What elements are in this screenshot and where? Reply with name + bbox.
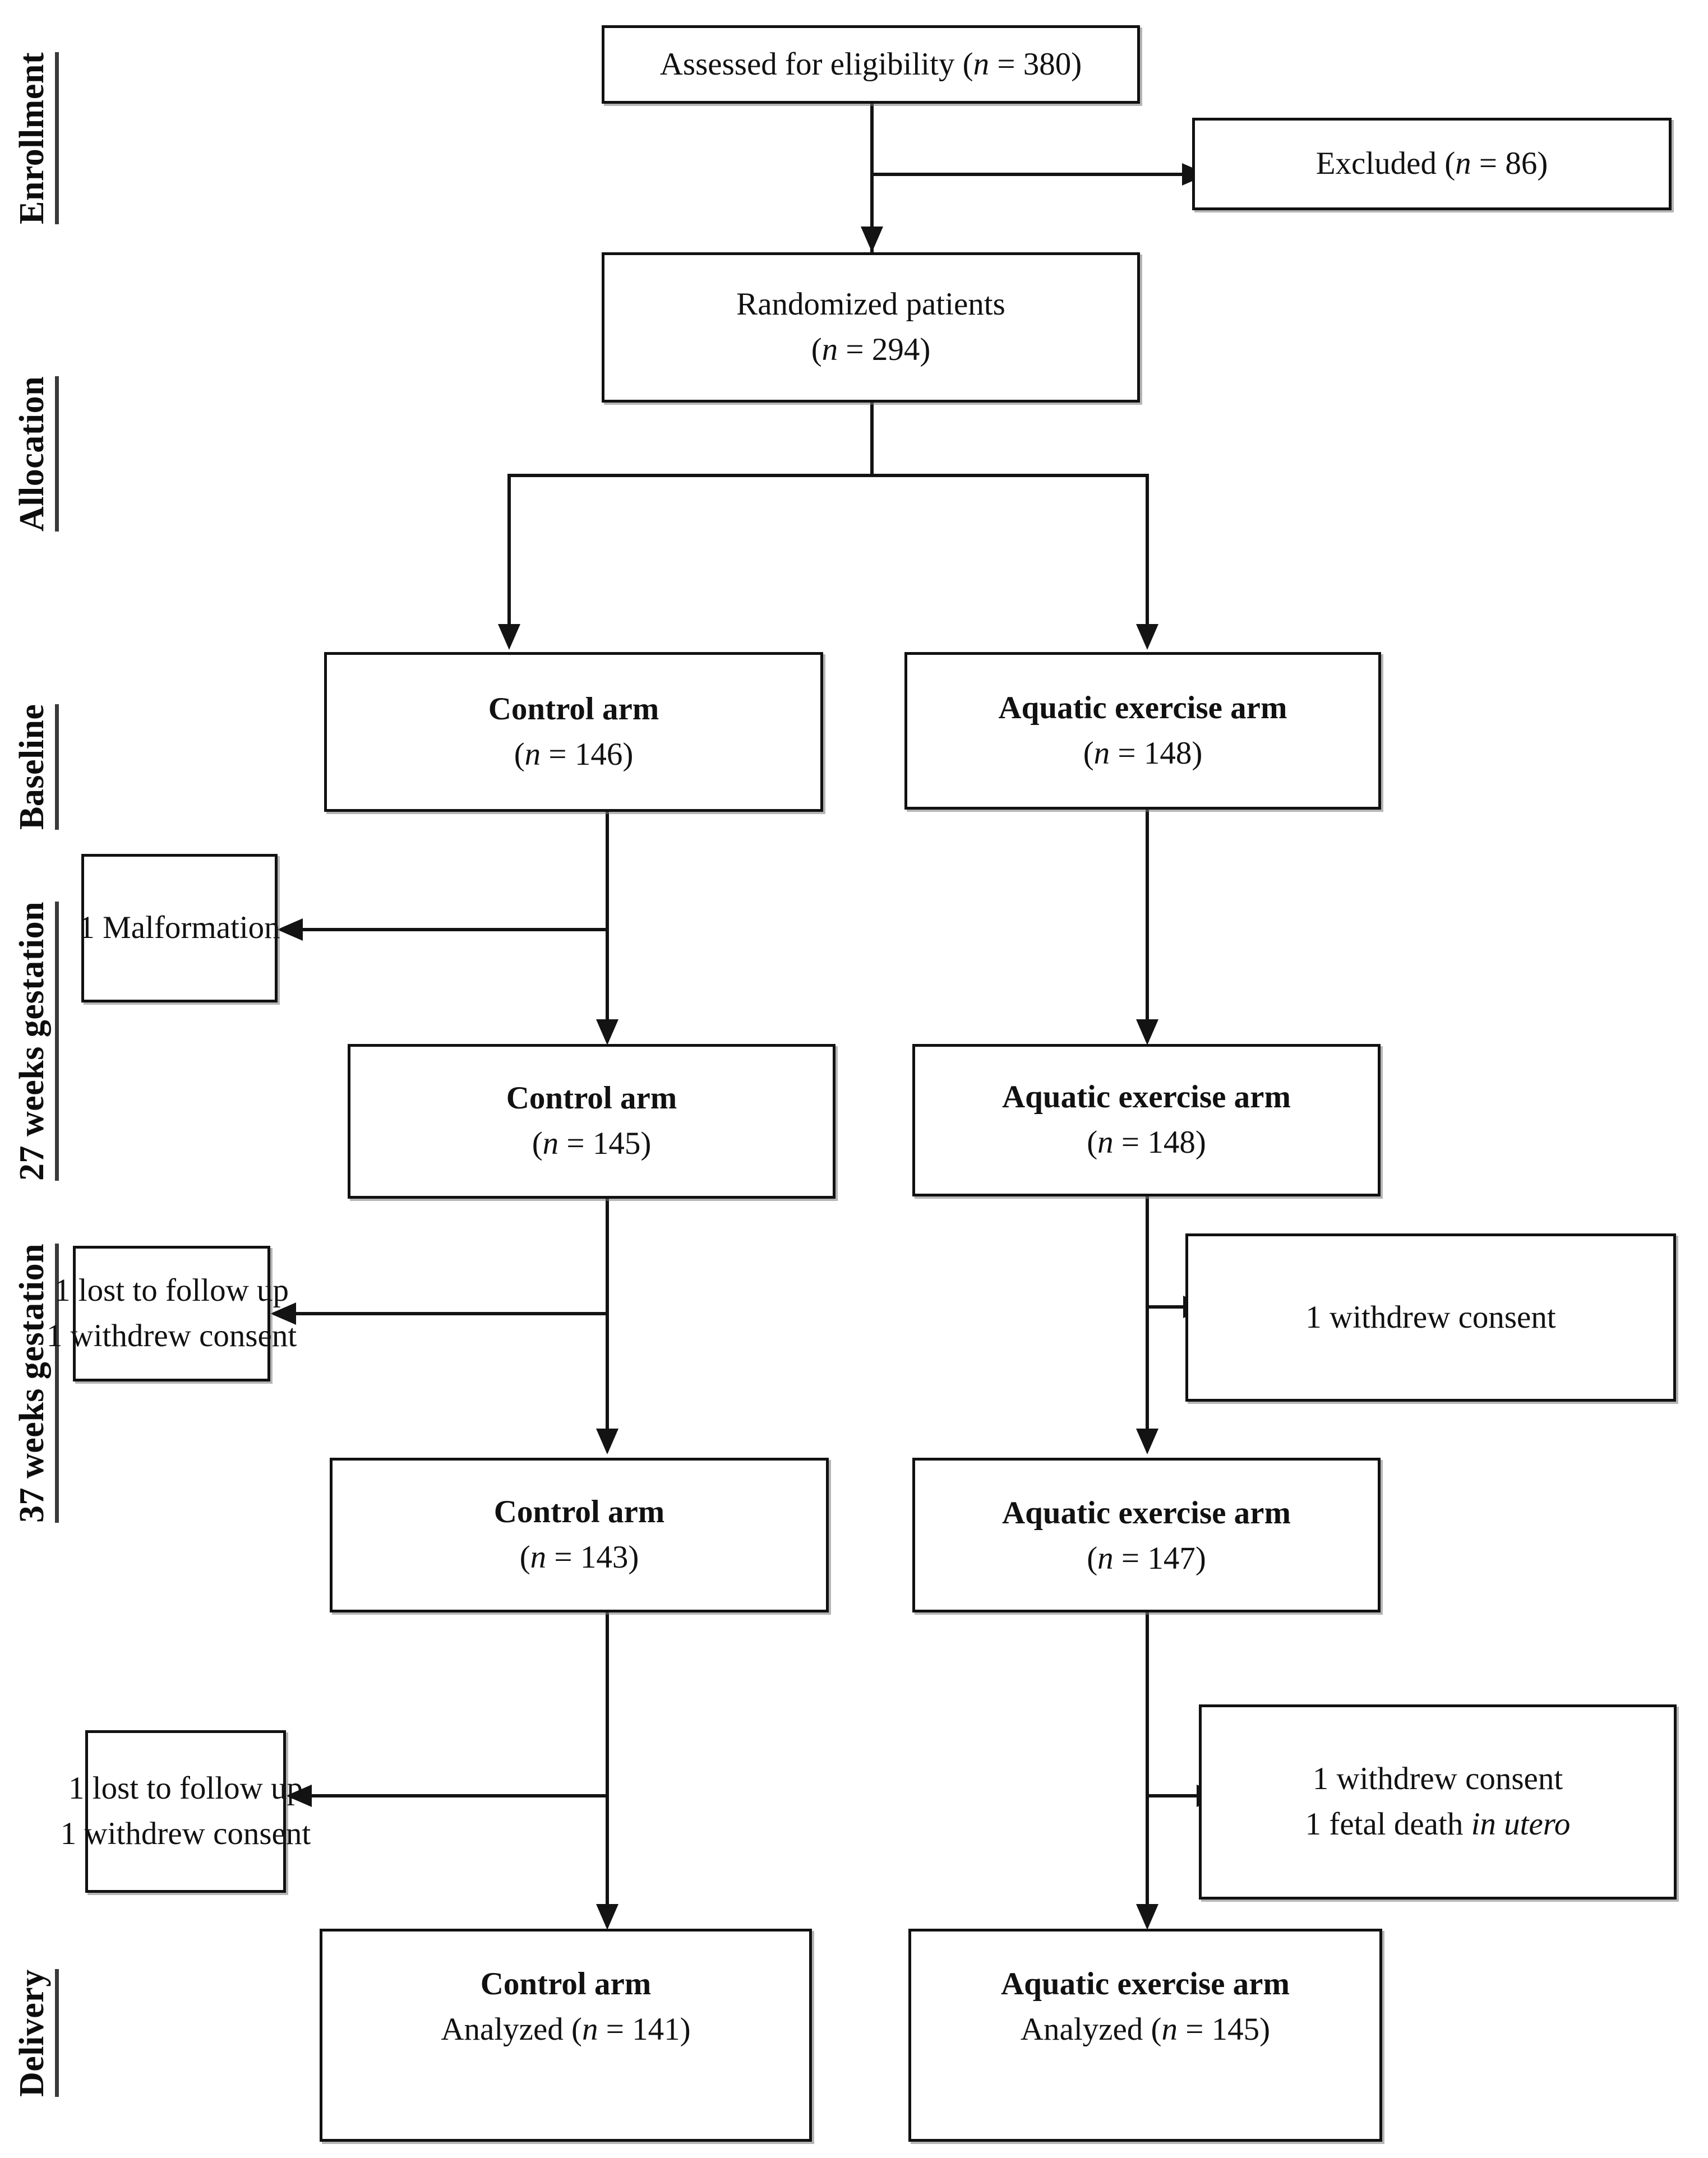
arrowhead-to-aquatic-37	[1136, 1429, 1158, 1454]
control-37-line-1: Control arm	[493, 1494, 665, 1530]
connector-assessed-down	[870, 101, 874, 252]
box-control-attrition-37-weeks: 1 lost to follow up 1 withdrew consent	[61, 1730, 311, 1893]
aquatic-loss-27-line-1: 1 withdrew consent	[1305, 1299, 1556, 1335]
connector-control-37-to-loss	[312, 1794, 609, 1797]
box-assessed-for-eligibility: Assessed for eligibility (n = 380)	[602, 25, 1140, 104]
control-27-line-1: Control arm	[506, 1080, 677, 1116]
connector-aquatic-37-down	[1146, 1612, 1149, 1926]
control-37-line-2: (n = 143)	[519, 1540, 639, 1575]
arrowhead-to-malformation	[277, 918, 303, 941]
box-control-arm-27-weeks: Control arm (n = 145)	[348, 1044, 835, 1199]
aquatic-37-line-1: Aquatic exercise arm	[1002, 1495, 1291, 1531]
stage-label-enrollment: Enrollment	[13, 52, 59, 224]
box-control-arm-delivery: Control arm Analyzed (n = 141)	[320, 1929, 812, 2142]
connector-control-37-down	[606, 1612, 609, 1926]
arrowhead-to-control-37	[596, 1429, 618, 1454]
aquatic-baseline-line-2: (n = 148)	[1083, 735, 1203, 771]
stage-label-37-weeks-gestation: 37 weeks gestation	[13, 1243, 59, 1523]
randomized-line-2: (n = 294)	[811, 332, 931, 367]
box-control-arm-37-weeks: Control arm (n = 143)	[330, 1458, 829, 1612]
connector-allocation-left-down	[507, 474, 511, 629]
stage-label-delivery: Delivery	[13, 1969, 59, 2097]
control-delivery-line-1: Control arm	[480, 1966, 652, 2002]
aquatic-27-line-2: (n = 148)	[1087, 1125, 1206, 1160]
control-loss-27-line-2: 1 withdrew consent	[46, 1318, 297, 1353]
box-aquatic-attrition-37-weeks: 1 withdrew consent 1 fetal death in uter…	[1199, 1704, 1677, 1900]
control-baseline-line-2: (n = 146)	[514, 736, 634, 772]
box-aquatic-exercise-arm-delivery: Aquatic exercise arm Analyzed (n = 145)	[908, 1929, 1382, 2142]
stage-label-allocation: Allocation	[13, 376, 59, 532]
box-excluded: Excluded (n = 86)	[1192, 118, 1672, 210]
connector-control-to-malformation	[303, 928, 609, 931]
connector-control-baseline-down	[606, 812, 609, 1042]
aquatic-delivery-line-1: Aquatic exercise arm	[1001, 1966, 1290, 2002]
randomized-line-1: Randomized patients	[736, 286, 1005, 322]
connector-allocation-right-down	[1146, 474, 1149, 629]
stage-label-baseline: Baseline	[13, 704, 59, 830]
control-loss-27-line-1: 1 lost to follow up	[54, 1273, 289, 1309]
arrowhead-to-control-delivery	[596, 1904, 618, 1930]
control-loss-37-line-1: 1 lost to follow up	[68, 1771, 303, 1806]
box-malformation: 1 Malformation	[79, 854, 280, 1002]
connector-assessed-to-excluded	[870, 173, 1184, 176]
connector-aquatic-baseline-down	[1146, 810, 1149, 1042]
aquatic-loss-37-line-1: 1 withdrew consent	[1312, 1761, 1563, 1797]
arrowhead-to-control-loss-37	[286, 1785, 312, 1807]
box-aquatic-exercise-arm-37-weeks: Aquatic exercise arm (n = 147)	[912, 1458, 1381, 1612]
connector-control-27-to-loss	[296, 1312, 609, 1315]
arrowhead-to-aquatic-27	[1136, 1019, 1158, 1045]
assessed-line-1: Assessed for eligibility (n = 380)	[659, 46, 1082, 82]
arrowhead-to-control-loss-27	[270, 1302, 296, 1325]
aquatic-delivery-line-2: Analyzed (n = 145)	[1020, 2011, 1271, 2047]
connector-control-27-down	[606, 1199, 609, 1451]
arrowhead-to-control-27	[596, 1019, 618, 1045]
malformation-line-1: 1 Malformation	[79, 910, 280, 946]
connector-randomized-down	[870, 403, 874, 475]
excluded-line-1: Excluded (n = 86)	[1315, 146, 1548, 182]
arrowhead-to-aquatic-delivery	[1136, 1904, 1158, 1930]
stage-label-27-weeks-gestation: 27 weeks gestation	[13, 901, 59, 1181]
arrowhead-to-control-baseline	[498, 624, 520, 650]
connector-aquatic-27-to-loss	[1146, 1305, 1186, 1309]
arrowhead-to-aquatic-baseline	[1136, 624, 1158, 650]
box-randomized-patients: Randomized patients (n = 294)	[602, 252, 1140, 403]
aquatic-loss-37-line-2: 1 fetal death in utero	[1305, 1806, 1571, 1842]
box-control-arm-baseline: Control arm (n = 146)	[324, 652, 823, 812]
box-aquatic-exercise-arm-baseline: Aquatic exercise arm (n = 148)	[904, 652, 1381, 810]
control-loss-37-line-2: 1 withdrew consent	[60, 1816, 311, 1851]
connector-allocation-split-bar	[507, 474, 1149, 477]
control-baseline-line-1: Control arm	[488, 691, 659, 727]
arrowhead-to-randomized	[861, 227, 883, 252]
box-control-attrition-27-weeks: 1 lost to follow up 1 withdrew consent	[47, 1246, 297, 1381]
aquatic-37-line-2: (n = 147)	[1087, 1540, 1206, 1576]
connector-aquatic-27-down	[1146, 1196, 1149, 1451]
aquatic-27-line-1: Aquatic exercise arm	[1002, 1079, 1291, 1115]
control-27-line-2: (n = 145)	[532, 1126, 652, 1161]
box-aquatic-attrition-27-weeks: 1 withdrew consent	[1185, 1233, 1676, 1402]
aquatic-baseline-line-1: Aquatic exercise arm	[998, 690, 1287, 726]
box-aquatic-exercise-arm-27-weeks: Aquatic exercise arm (n = 148)	[912, 1044, 1381, 1196]
control-delivery-line-2: Analyzed (n = 141)	[441, 2011, 691, 2047]
connector-aquatic-37-to-loss	[1146, 1794, 1199, 1797]
